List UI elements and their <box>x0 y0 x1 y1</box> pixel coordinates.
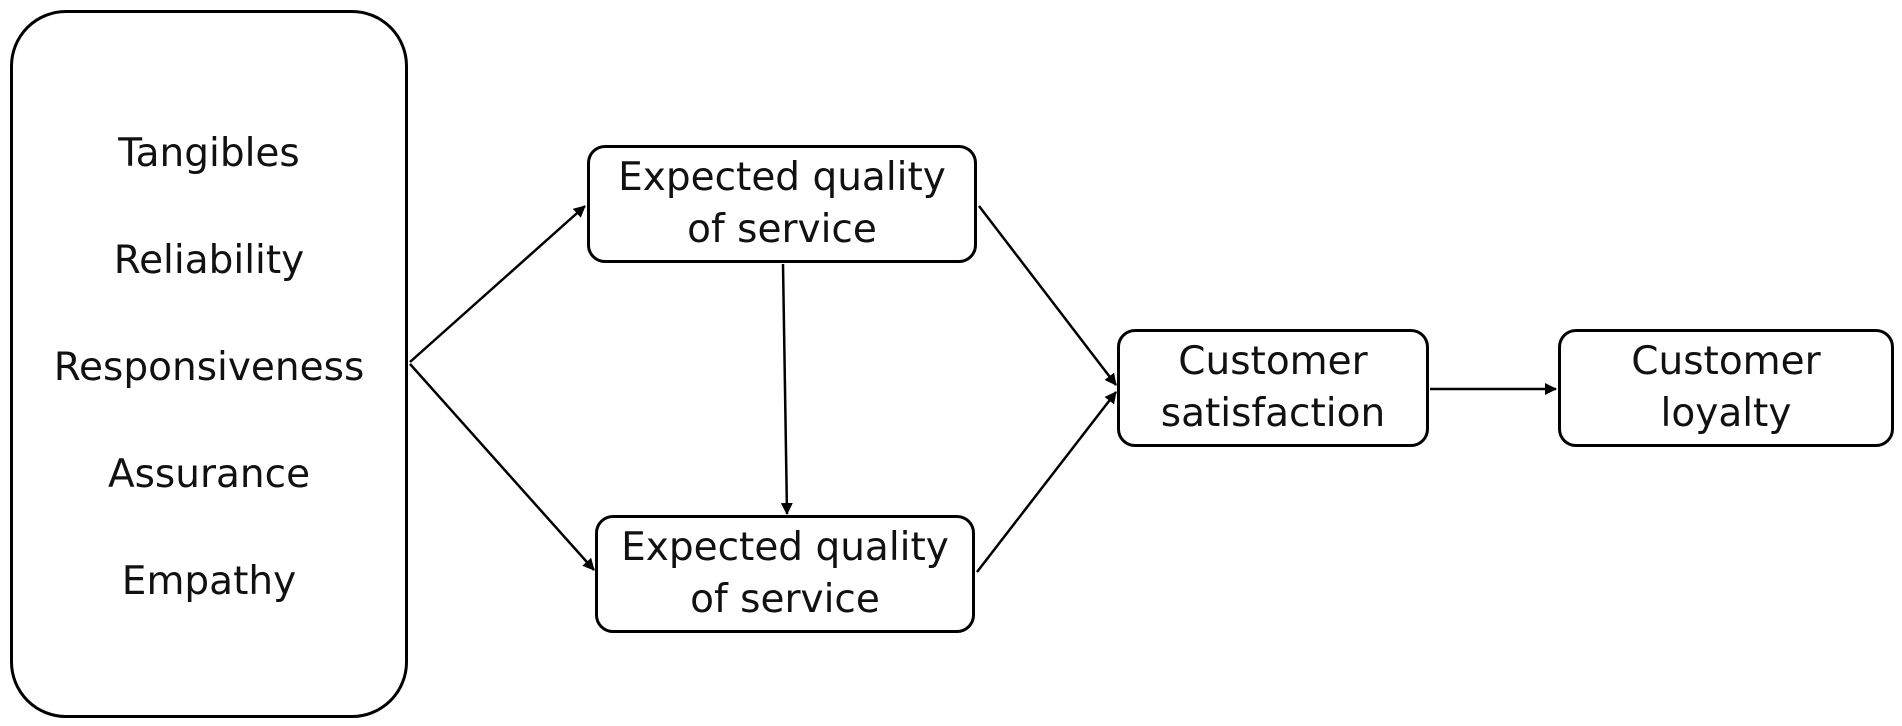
arrow-dimensions-to-expected-top <box>409 205 586 363</box>
dimension-reliability: Reliability <box>113 238 305 283</box>
service-quality-dimensions-box: Tangibles Reliability Responsiveness Ass… <box>10 10 408 718</box>
dimension-tangibles: Tangibles <box>118 131 300 176</box>
dimension-empathy: Empathy <box>121 559 297 604</box>
arrow-expected-bottom-to-satisfaction <box>976 391 1117 573</box>
arrow-expected-top-to-satisfaction <box>978 205 1117 386</box>
dimension-assurance: Assurance <box>107 452 311 497</box>
arrow-dimensions-to-expected-bottom <box>409 363 595 571</box>
expected-quality-top-node: Expected quality of service <box>587 145 977 263</box>
customer-satisfaction-line2: satisfaction <box>1160 391 1386 436</box>
expected-quality-bottom-line2: of service <box>690 577 880 622</box>
arrow-expected-top-to-expected-bottom <box>780 263 793 515</box>
expected-quality-top-line2: of service <box>687 207 877 252</box>
customer-loyalty-line1: Customer <box>1631 339 1821 384</box>
customer-satisfaction-line1: Customer <box>1178 339 1368 384</box>
expected-quality-top-line1: Expected quality <box>618 155 946 200</box>
expected-quality-bottom-node: Expected quality of service <box>595 515 975 633</box>
expected-quality-bottom-line1: Expected quality <box>621 525 949 570</box>
customer-loyalty-line2: loyalty <box>1660 391 1792 436</box>
customer-loyalty-node: Customer loyalty <box>1558 329 1894 447</box>
customer-satisfaction-node: Customer satisfaction <box>1117 329 1429 447</box>
dimension-responsiveness: Responsiveness <box>53 345 365 390</box>
